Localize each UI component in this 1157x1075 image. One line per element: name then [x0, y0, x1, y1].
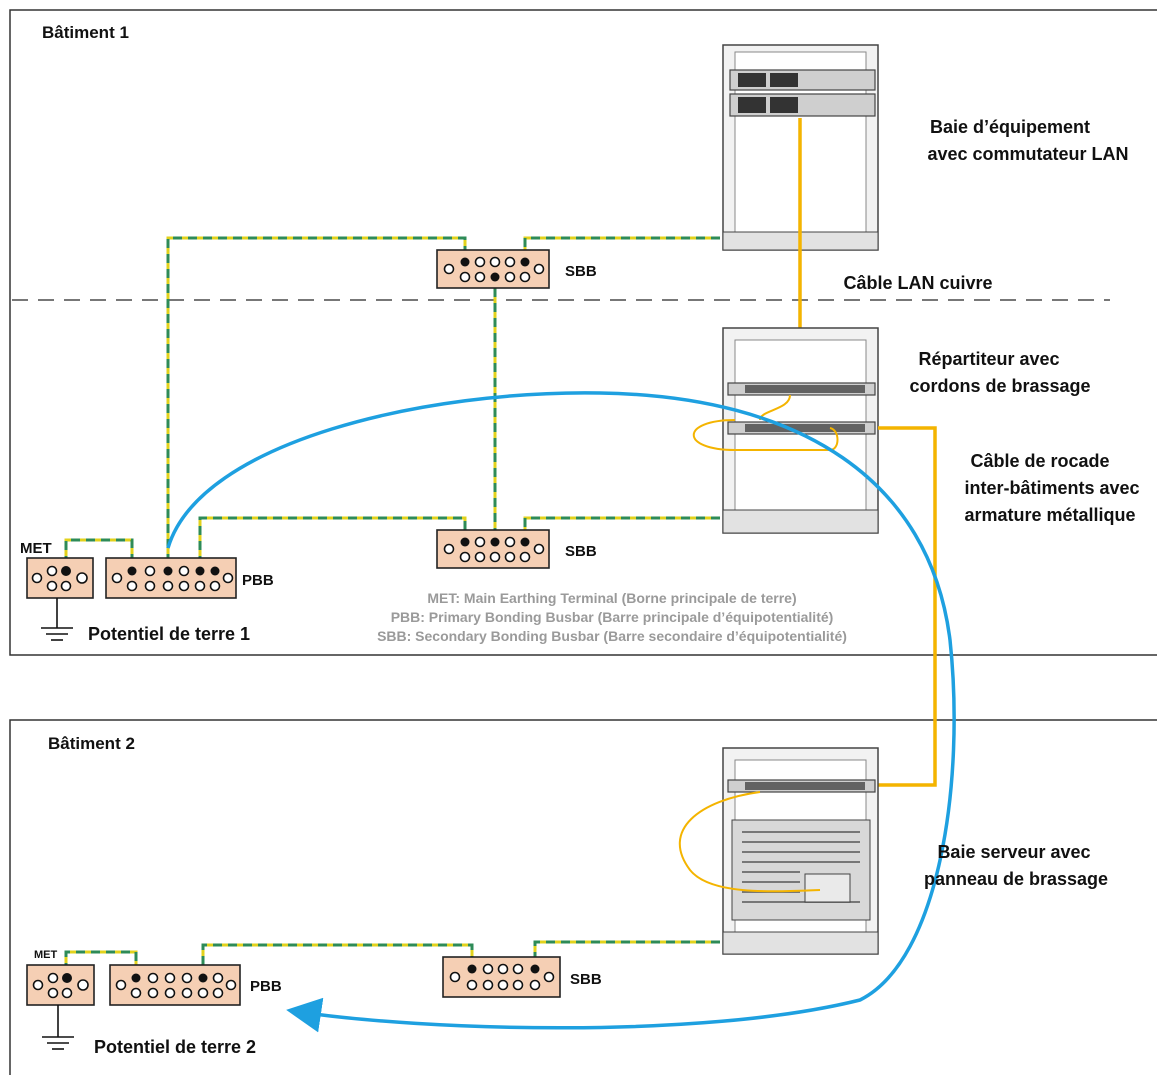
pbb-building-1 [105, 557, 237, 599]
building-2-frame [9, 719, 1157, 1075]
sbb-label-2: SBB [565, 543, 597, 560]
backbone-label-line1: Câble de rocade [970, 451, 1109, 471]
distributor-rack [692, 327, 879, 534]
pbb-building-2 [109, 964, 241, 1006]
distributor-label-line1: Répartiteur avec [918, 349, 1059, 369]
backbone-label-line2: inter-bâtiments avec [964, 478, 1139, 498]
legend-met: MET: Main Earthing Terminal (Borne princ… [427, 590, 796, 606]
met-building-2 [26, 964, 95, 1006]
backbone-cable [878, 426, 937, 787]
legend-pbb: PBB: Primary Bonding Busbar (Barre princ… [391, 609, 834, 625]
server-rack [678, 747, 879, 955]
ground-label-2: Potentiel de terre 2 [94, 1037, 256, 1057]
distributor-label-line2: cordons de brassage [909, 376, 1090, 396]
legend-sbb: SBB: Secondary Bonding Busbar (Barre sec… [377, 628, 847, 644]
pbb-label-1: PBB [242, 572, 274, 589]
pbb-label-2: PBB [250, 978, 282, 995]
sbb-label-1: SBB [565, 263, 597, 280]
potential-difference-arrow [166, 391, 956, 1033]
rack1-label-line2: avec commutateur LAN [927, 144, 1128, 164]
backbone-label-line3: armature métallique [964, 505, 1135, 525]
ground-symbol-1 [41, 598, 73, 641]
sbb-building-1-top [436, 249, 550, 289]
sbb-label-3: SBB [570, 971, 602, 988]
server-label-line2: panneau de brassage [924, 869, 1108, 889]
rack1-label-line1: Baie d’équipement [930, 117, 1090, 137]
met-label-2: MET [34, 949, 58, 961]
sbb-building-1-bottom [436, 529, 550, 569]
server-label-line1: Baie serveur avec [937, 842, 1090, 862]
sbb-building-2 [442, 956, 561, 998]
building-2-title: Bâtiment 2 [48, 734, 135, 753]
met-label-1: MET [20, 540, 52, 557]
building-1-earth-conductors [64, 236, 720, 565]
ground-symbol-2 [42, 1005, 74, 1050]
building-1-title: Bâtiment 1 [42, 23, 129, 42]
building-1-frame [9, 9, 1157, 656]
ground-label-1: Potentiel de terre 1 [88, 624, 250, 644]
lan-cable-label: Câble LAN cuivre [843, 273, 992, 293]
met-building-1 [26, 557, 94, 599]
